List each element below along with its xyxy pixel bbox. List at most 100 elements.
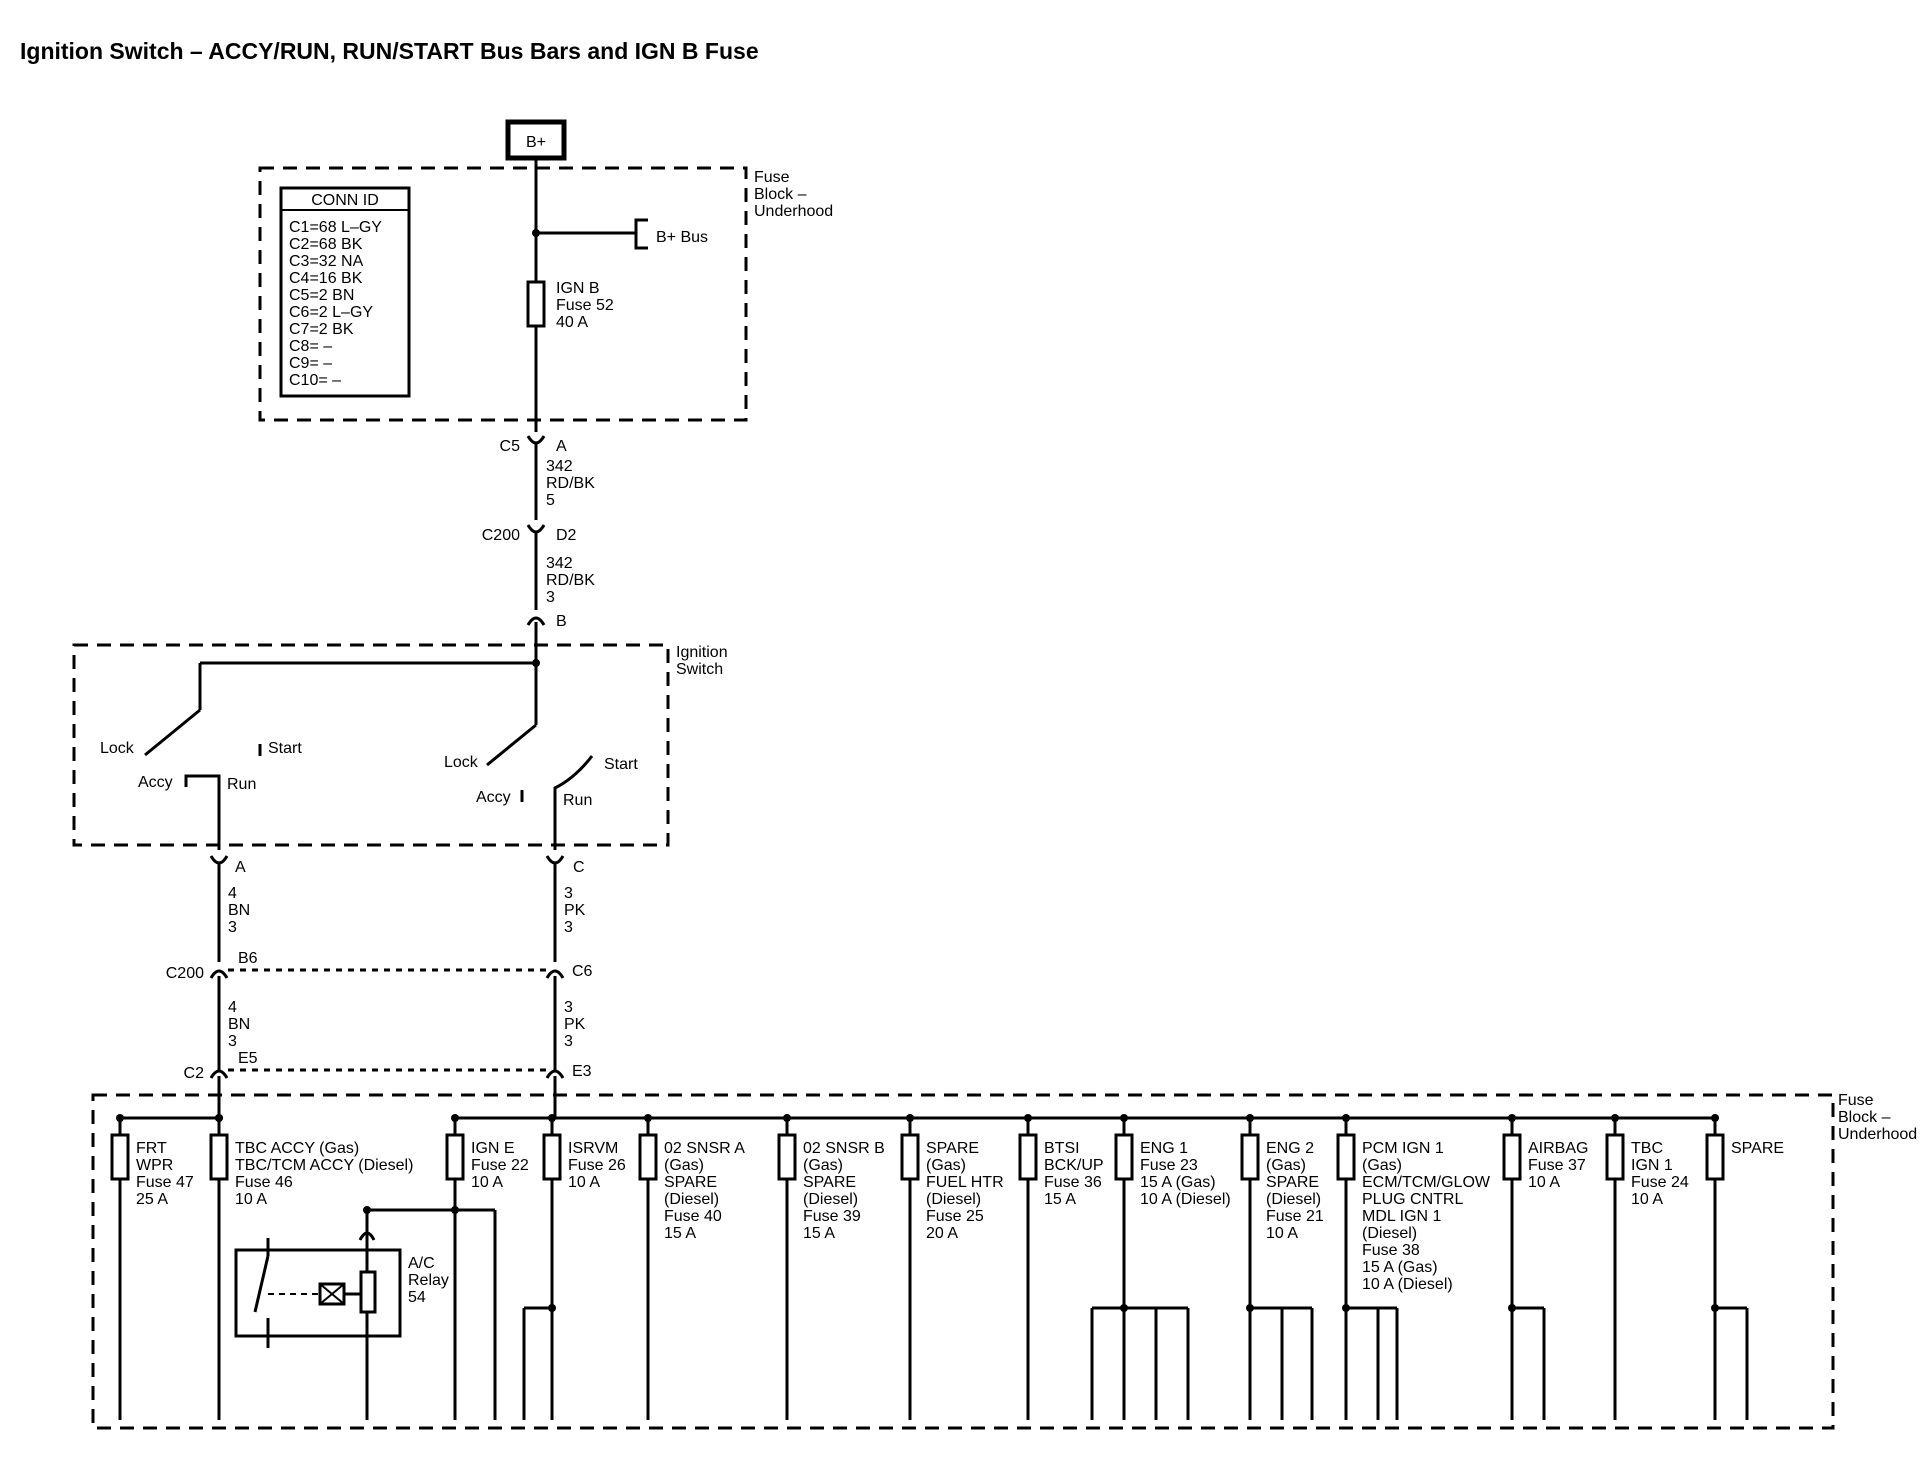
bus-fuse-label: 10 A: [235, 1191, 267, 1208]
conn-id-row: C6=2 L–GY: [289, 304, 373, 321]
ign-b-fuse: [526, 280, 546, 328]
bus-fuse-label: (Gas): [664, 1157, 704, 1174]
svg-text:Relay: Relay: [408, 1272, 449, 1289]
fuse-block-top-label: Fuse Block – Underhood: [754, 169, 833, 220]
bus-fuse-label: (Gas): [1266, 1157, 1306, 1174]
bus-fuse-label: ECM/TCM/GLOW: [1362, 1174, 1491, 1191]
svg-text:PK: PK: [564, 902, 586, 919]
c2-pin-e3: E3: [572, 1063, 592, 1080]
conn-id-row: C2=68 BK: [289, 236, 363, 253]
switch-pin-b: B: [556, 613, 567, 630]
bus-fuse-label: (Gas): [803, 1157, 843, 1174]
fuse-block-underhood-bottom: [91, 1093, 1835, 1430]
svg-text:BN: BN: [228, 902, 250, 919]
c5-pin-label: A: [556, 438, 567, 455]
svg-text:3: 3: [564, 919, 573, 936]
bus-fuse-label: Fuse 24: [1631, 1174, 1689, 1191]
bus-fuse-label: SPARE: [926, 1140, 979, 1157]
ign-b-fuse-label: IGN B Fuse 52 40 A: [556, 280, 614, 331]
bus-fuse-label: Fuse 21: [1266, 1208, 1324, 1225]
svg-text:5: 5: [546, 492, 555, 509]
right-pin-c: C: [573, 859, 585, 876]
bus-fuse-label: TBC/TCM ACCY (Diesel): [235, 1157, 413, 1174]
left-pin-a: A: [235, 859, 246, 876]
c200-pin-c6: C6: [572, 963, 593, 980]
bus-fuse-label: Fuse 40: [664, 1208, 722, 1225]
conn-id-row: C1=68 L–GY: [289, 219, 382, 236]
bus-fuse-label: Fuse 22: [471, 1157, 529, 1174]
svg-text:PK: PK: [564, 1016, 586, 1033]
svg-text:3: 3: [228, 1033, 237, 1050]
svg-text:4: 4: [228, 885, 237, 902]
bus-fuse-label: BCK/UP: [1044, 1157, 1104, 1174]
svg-text:RD/BK: RD/BK: [546, 475, 595, 492]
conn-id-row: C9= –: [289, 355, 332, 372]
right-run-label: Run: [563, 792, 592, 809]
bus-fuse: TBC ACCY (Gas)TBC/TCM ACCY (Diesel)Fuse …: [209, 1114, 413, 1420]
bus-fuse-label: Fuse 23: [1140, 1157, 1198, 1174]
bus-fuse-label: 02 SNSR B: [803, 1140, 885, 1157]
left-lock-label: Lock: [100, 740, 135, 757]
wire-3-pk-3-lower: 3 PK 3: [564, 999, 586, 1050]
svg-text:BN: BN: [228, 1016, 250, 1033]
right-lock-label: Lock: [444, 754, 479, 771]
page-title: Ignition Switch – ACCY/RUN, RUN/START Bu…: [20, 38, 759, 64]
wire-4-bn-3-lower: 4 BN 3: [228, 999, 250, 1050]
bus-fuse-label: 10 A: [1631, 1191, 1663, 1208]
svg-text:3: 3: [564, 1033, 573, 1050]
conn-id-row: C10= –: [289, 372, 341, 389]
bus-fuse-label: IGN E: [471, 1140, 515, 1157]
bplus-label: B+: [526, 134, 546, 151]
bus-fuse-label: 25 A: [136, 1191, 168, 1208]
bus-fuse-label: FUEL HTR: [926, 1174, 1004, 1191]
bus-fuse-label: SPARE: [664, 1174, 717, 1191]
bus-fuse-label: 10 A (Diesel): [1362, 1276, 1453, 1293]
bus-fuse-label: (Diesel): [803, 1191, 858, 1208]
bus-fuse-label: Fuse 25: [926, 1208, 984, 1225]
conn-id-header: CONN ID: [311, 192, 379, 209]
bus-fuse-label: 10 A (Diesel): [1140, 1191, 1231, 1208]
bus-fuse-label: 15 A (Gas): [1362, 1259, 1438, 1276]
conn-id-row: C4=16 BK: [289, 270, 363, 287]
svg-text:3: 3: [564, 885, 573, 902]
bus-fuse-label: PCM IGN 1: [1362, 1140, 1444, 1157]
svg-text:IGN B: IGN B: [556, 280, 600, 297]
c2-conn-label: C2: [184, 1065, 205, 1082]
bus-fuse-label: TBC: [1631, 1140, 1663, 1157]
right-accy-label: Accy: [476, 789, 511, 806]
ac-relay-label: A/C Relay 54: [408, 1255, 449, 1306]
bus-fuse-label: PLUG CNTRL: [1362, 1191, 1463, 1208]
bus-fuse-label: 15 A: [664, 1225, 696, 1242]
bus-fuse-label: ISRVM: [568, 1140, 618, 1157]
svg-text:RD/BK: RD/BK: [546, 572, 595, 589]
svg-text:Fuse 52: Fuse 52: [556, 297, 614, 314]
bus-fuse-label: SPARE: [1731, 1140, 1784, 1157]
bus-fuse-label: WPR: [136, 1157, 173, 1174]
svg-text:Block –: Block –: [754, 186, 807, 203]
ignition-switch-label: Ignition Switch: [676, 644, 728, 678]
ac-relay-54: A/C Relay 54: [234, 1206, 497, 1420]
bplus-source: B+: [505, 119, 567, 161]
svg-text:342: 342: [546, 458, 573, 475]
conn-id-row: C5=2 BN: [289, 287, 354, 304]
bus-fuse-label: (Diesel): [1266, 1191, 1321, 1208]
bus-fuse-label: 10 A: [568, 1174, 600, 1191]
conn-id-row: C8= –: [289, 338, 332, 355]
bus-fuse-label: (Diesel): [664, 1191, 719, 1208]
left-start-label: Start: [268, 740, 302, 757]
wire-342-rd-bk-3: 342 RD/BK 3: [546, 555, 595, 606]
svg-text:Underhood: Underhood: [754, 203, 833, 220]
bus-fuse-label: Fuse 39: [803, 1208, 861, 1225]
right-start-label: Start: [604, 756, 638, 773]
bus-fuse-label: FRT: [136, 1140, 167, 1157]
c5-conn-label: C5: [500, 438, 521, 455]
svg-text:4: 4: [228, 999, 237, 1016]
